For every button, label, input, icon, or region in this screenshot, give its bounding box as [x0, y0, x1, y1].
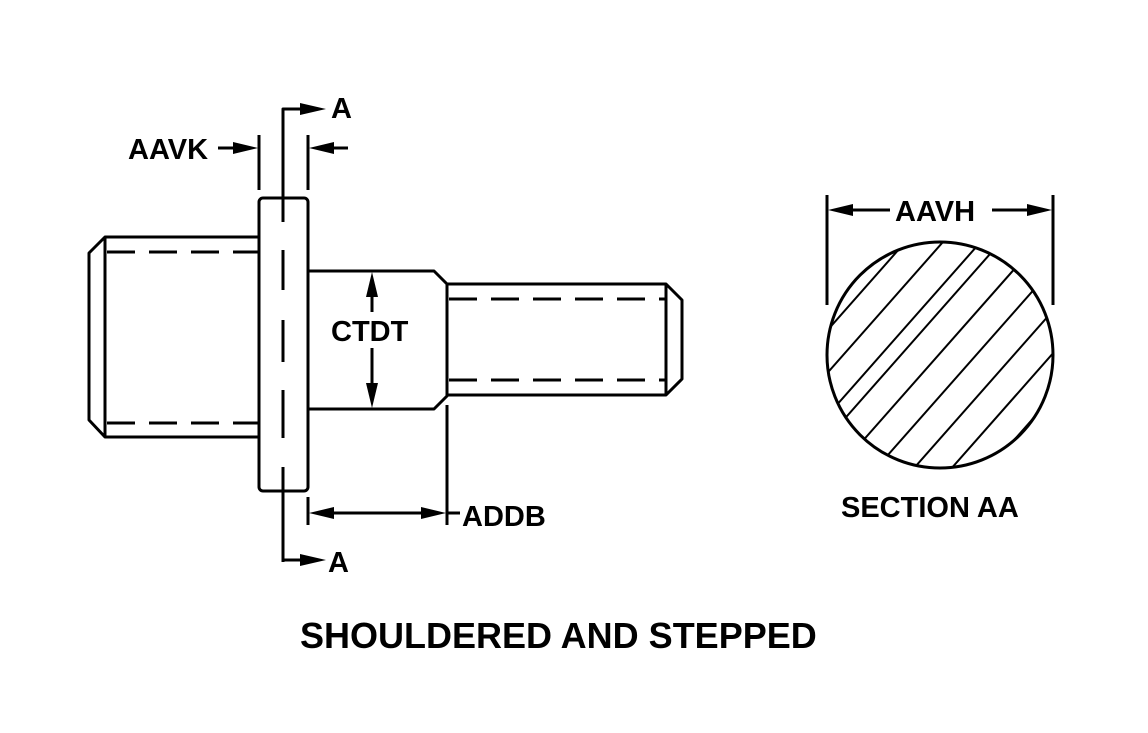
section-aa-view	[825, 240, 1055, 470]
section-circle	[825, 240, 1055, 470]
dimension-ctdt: CTDT	[331, 272, 409, 408]
shoulder-flange	[257, 110, 310, 562]
section-marker-bottom-label: A	[328, 547, 349, 579]
section-marker-bottom: A	[283, 547, 349, 579]
dimension-addb: ADDB	[306, 405, 546, 533]
dimension-aavh-label: AAVH	[895, 196, 975, 228]
section-marker-top: A	[281, 93, 352, 125]
dimension-addb-label: ADDB	[462, 501, 546, 533]
dimension-aavk: AAVK	[128, 134, 348, 190]
dimension-aavk-label: AAVK	[128, 134, 208, 166]
section-marker-top-label: A	[331, 93, 352, 125]
drawing-title: SHOULDERED AND STEPPED	[300, 615, 817, 656]
section-aa-label: SECTION AA	[841, 492, 1019, 524]
left-threaded-end	[87, 235, 259, 439]
dimension-aavh: AAVH	[825, 195, 1055, 305]
right-threaded-stud	[447, 282, 684, 397]
section-hatching	[827, 242, 1053, 468]
dimension-ctdt-label: CTDT	[331, 316, 409, 348]
stepped-body	[308, 269, 449, 411]
